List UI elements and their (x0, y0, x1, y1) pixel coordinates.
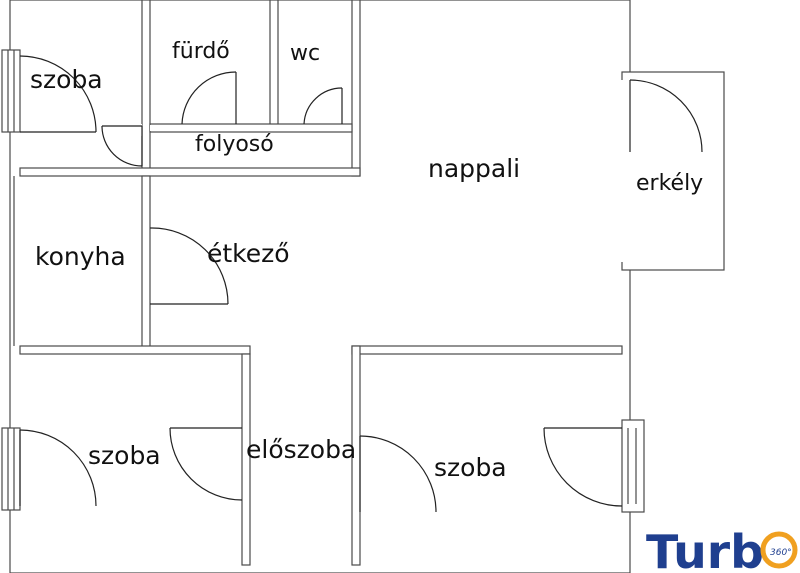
exterior-walls (9, 0, 631, 573)
label-nappali: nappali (428, 154, 520, 183)
label-szoba-top: szoba (30, 65, 103, 94)
balcony-walls (621, 71, 725, 271)
label-eloszoba: előszoba (246, 435, 356, 464)
brand-logo: Turb 360° (646, 525, 798, 573)
label-etkezo: étkező (207, 239, 290, 268)
logo-badge: 360° (770, 548, 792, 558)
label-erkely: erkély (636, 171, 703, 196)
logo-ring-icon (760, 531, 798, 569)
doors (19, 55, 703, 513)
label-wc: wc (290, 41, 320, 66)
label-konyha: konyha (35, 242, 126, 271)
label-szoba-left: szoba (88, 441, 161, 470)
label-folyoso: folyosó (195, 132, 274, 157)
room-labels: szoba fürdő wc folyosó nappali erkély ko… (30, 39, 703, 482)
interior-walls (19, 0, 631, 566)
label-furdo: fürdő (172, 39, 230, 64)
windows (1, 49, 645, 513)
label-szoba-right: szoba (434, 453, 507, 482)
logo-text: Turb (646, 525, 764, 573)
